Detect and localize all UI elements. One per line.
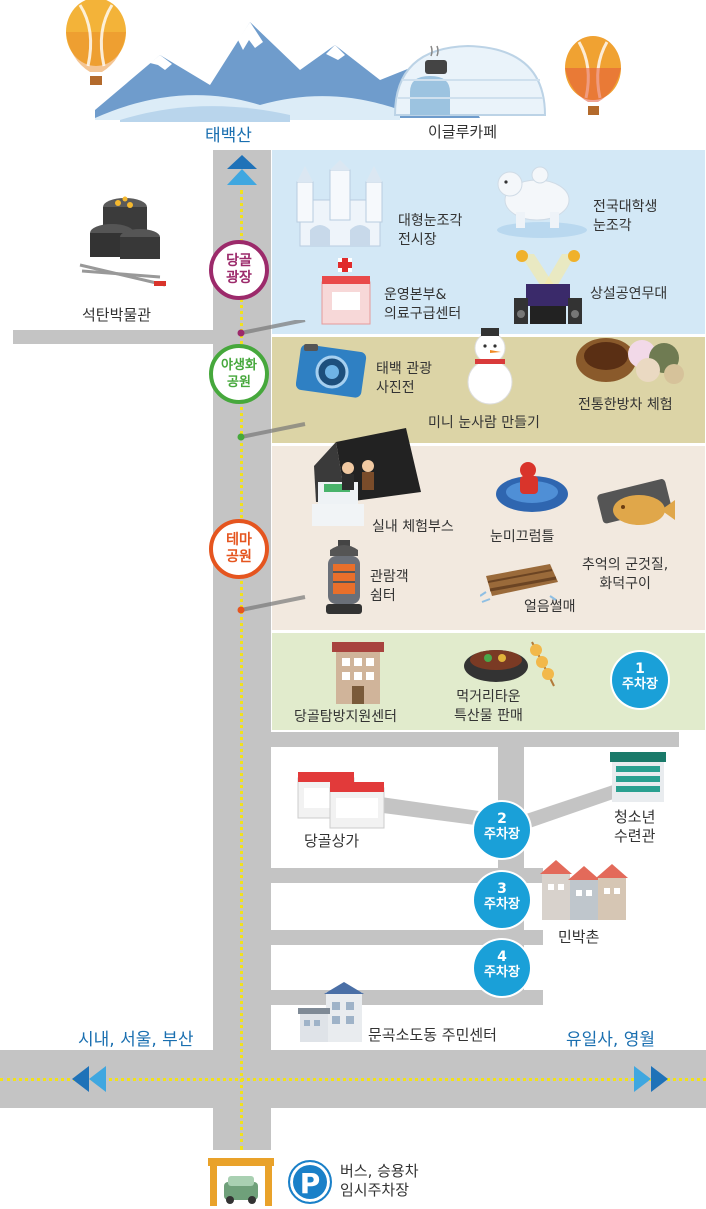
plaza-label-line1: 당골	[226, 253, 252, 269]
youth-center-icon	[610, 752, 666, 802]
top-illustration	[66, 0, 621, 122]
road-diagonals	[360, 784, 622, 830]
shops-label: 당골상가	[304, 832, 360, 850]
indoor-booth-icon	[312, 428, 421, 526]
road-museum	[13, 330, 213, 344]
stage-icon	[514, 250, 582, 324]
taiyaki-icon	[597, 479, 675, 525]
zone3-label-snacks: 추억의 군것질,화덕구이	[582, 557, 669, 592]
guesthouse-village-icon	[540, 860, 628, 920]
plaza-label-line2: 공원	[226, 549, 252, 565]
shopping-street-icon	[297, 772, 385, 829]
medical-center-icon	[321, 258, 371, 325]
heater-shelter-icon	[326, 540, 362, 614]
plaza-danggol-marker[interactable]: 당골 광장	[209, 240, 269, 300]
temporary-parking-gate-icon	[208, 1158, 274, 1206]
zone2-label-herbal-tea: 전통한방차 체험	[578, 397, 673, 413]
mountain-range-icon	[95, 22, 480, 122]
igloo-cafe-label: 이글루카페	[428, 123, 498, 141]
hot-air-balloon-icon	[565, 36, 621, 115]
snow-castle-icon	[296, 160, 383, 247]
igloo-cafe-icon	[393, 44, 547, 116]
arrow-up-icon	[227, 155, 257, 185]
plaza-theme-marker[interactable]: 테마 공원	[209, 519, 269, 579]
polar-bear-icon	[497, 166, 587, 238]
center-line-vertical	[240, 190, 243, 1150]
community-center-icon	[298, 982, 364, 1042]
zone3-label-indoor-booth: 실내 체험부스	[372, 519, 454, 535]
direction-left-label: 시내, 서울, 부산	[78, 1030, 194, 1050]
arrow-right-icon	[634, 1066, 668, 1092]
food-icon	[464, 641, 555, 687]
hot-air-balloon-icon	[66, 0, 126, 85]
herbal-tea-icon	[576, 338, 684, 384]
ice-sled-icon	[480, 564, 558, 603]
parking-sign-icon: P	[288, 1160, 332, 1204]
coal-museum-label: 석탄박물관	[82, 306, 152, 324]
community-center-label: 문곡소도동 주민센터	[368, 1026, 497, 1044]
zone1-label-operations-medical: 운영본부&의료구급센터	[384, 287, 462, 322]
guesthouse-label: 민박촌	[558, 928, 600, 946]
road-upper	[271, 732, 679, 747]
plaza-label-line1: 야생화	[221, 358, 257, 373]
coal-briquette-icon	[79, 196, 166, 287]
zone3-label-snow-slide: 눈미끄럼틀	[490, 529, 555, 545]
snowman-icon	[467, 328, 513, 405]
plaza-label-line2: 공원	[227, 375, 251, 390]
zone3-label-ice-sled: 얼음썰매	[524, 599, 576, 615]
road-mid-1	[271, 868, 543, 883]
road-mid-2	[271, 930, 543, 945]
zone1-label-stage: 상설공연무대	[590, 286, 668, 302]
visitor-center-icon	[332, 642, 384, 704]
camera-icon	[296, 344, 367, 398]
arrow-left-icon	[72, 1066, 106, 1092]
snow-slide-icon	[496, 462, 568, 512]
plaza-label-line1: 테마	[226, 532, 252, 548]
plaza-wildflower-marker[interactable]: 야생화 공원	[209, 344, 269, 404]
zone2-label-mini-snowman: 미니 눈사람 만들기	[428, 415, 540, 431]
plaza-leader-lines	[237, 320, 306, 614]
center-line-horizontal	[0, 1078, 706, 1081]
direction-right-label: 유일사, 영월	[566, 1030, 656, 1050]
mountain-label: 태백산	[205, 126, 252, 146]
plaza-label-line2: 광장	[226, 270, 252, 286]
zone4-label-visitor-center: 당골탐방지원센터	[294, 709, 398, 725]
